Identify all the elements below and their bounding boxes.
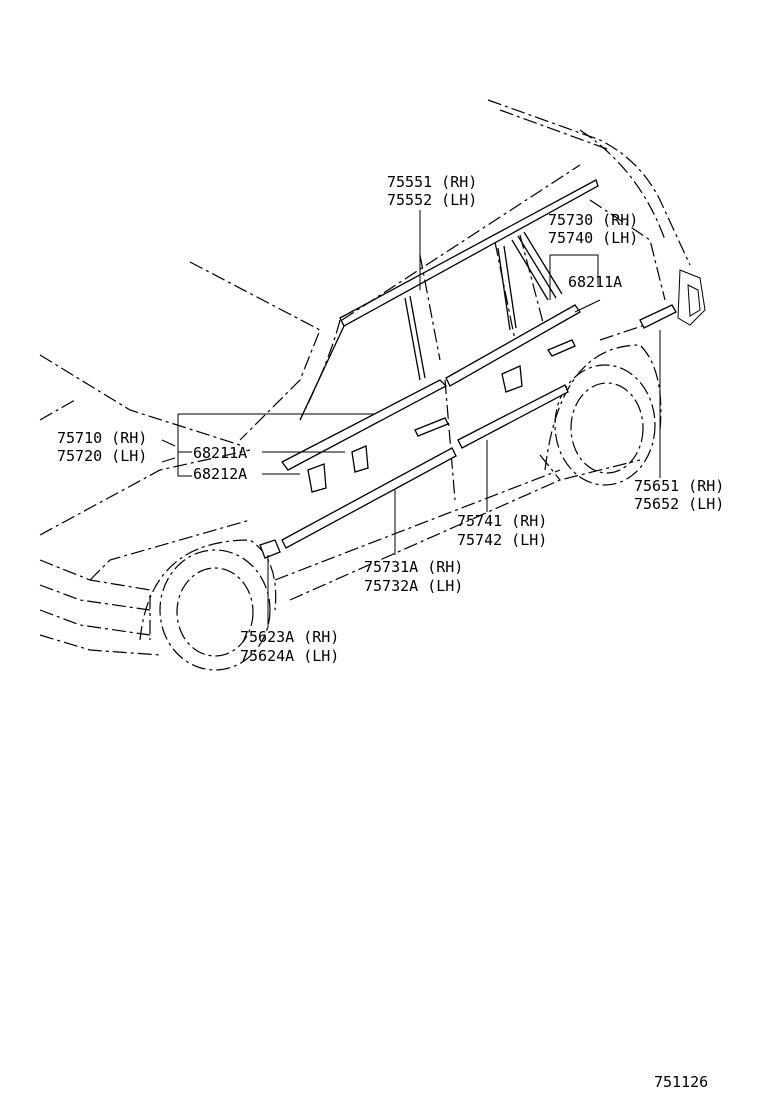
label-75742-lh: 75742 (LH): [457, 531, 548, 549]
label-75730-rh: 75730 (RH): [548, 211, 639, 229]
label-75740-lh: 75740 (LH): [548, 229, 639, 247]
label-75741-rh: 75741 (RH): [457, 512, 548, 530]
label-75651-rh: 75651 (RH): [634, 477, 725, 495]
label-75720-lh: 75720 (LH): [57, 447, 148, 465]
label-68211a-front: 68211A: [193, 444, 248, 462]
rear-wheel: [544, 344, 662, 486]
label-75623a-rh: 75623A (RH): [240, 628, 340, 646]
leader-lines: [161, 210, 661, 628]
label-75731a-rh: 75731A (RH): [364, 558, 464, 576]
car-body-outline: [39, 99, 706, 656]
label-75732a-lh: 75732A (LH): [364, 577, 464, 595]
label-68212a-front: 68212A: [193, 465, 248, 483]
handles-and-clips: [307, 339, 576, 493]
label-75710-rh: 75710 (RH): [57, 429, 148, 447]
belt-moldings: [259, 304, 677, 559]
label-75551-rh: 75551 (RH): [387, 173, 478, 191]
front-wheel: [139, 539, 277, 671]
window-frames: [299, 179, 599, 421]
label-75652-lh: 75652 (LH): [634, 495, 725, 513]
label-75624a-lh: 75624A (LH): [240, 647, 340, 665]
diagram-number: 751126: [654, 1073, 709, 1091]
label-68211a-upper: 68211A: [568, 273, 623, 291]
label-75552-lh: 75552 (LH): [387, 191, 478, 209]
